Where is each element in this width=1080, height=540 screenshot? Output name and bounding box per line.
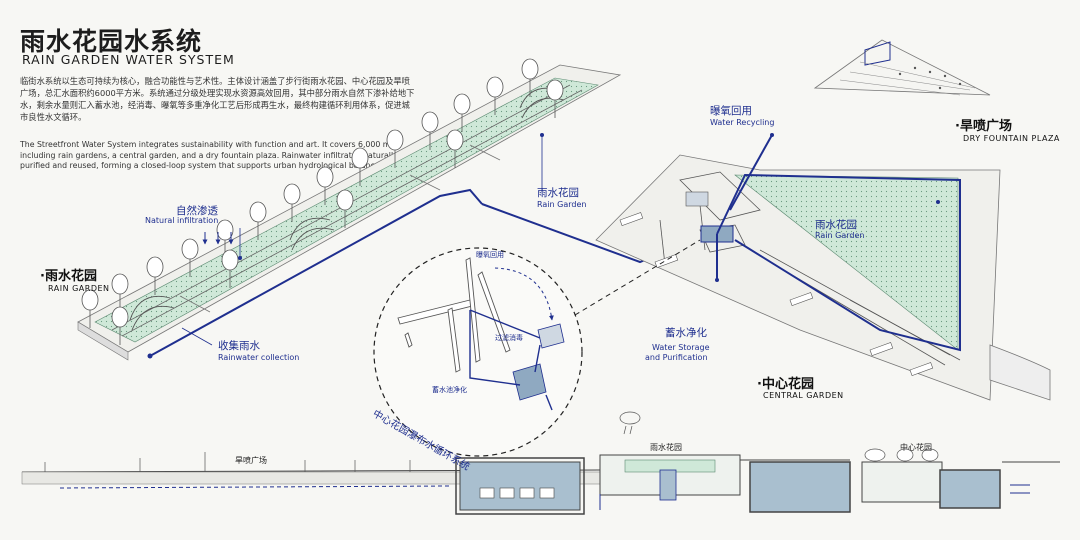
central-garden-label-en: CENTRAL GARDEN <box>763 391 844 400</box>
street-rain-garden-axonometric <box>77 58 622 361</box>
rain-garden-right-label-en: Rain Garden <box>815 231 865 240</box>
circle-aeration-label: 曝氧回用 <box>476 251 504 259</box>
natural-infiltration-label-en: Natural infiltration <box>145 216 219 225</box>
rain-garden-left-label-en: RAIN GARDEN <box>48 284 110 293</box>
water-storage-label-en2: and Purification <box>645 353 708 362</box>
rain-garden-mid-label-en: Rain Garden <box>537 200 587 209</box>
circle-filter-label: 过滤消毒 <box>495 334 523 342</box>
rainwater-collection-label-en: Rainwater collection <box>218 353 300 362</box>
water-recycling-label-cn: 曝氧回用 <box>710 105 752 117</box>
section-rain-garden-label: 雨水花园 <box>650 443 682 452</box>
central-garden-label-cn: ·中心花园 <box>757 377 814 392</box>
dry-fountain-label-en: DRY FOUNTAIN PLAZA <box>963 134 1060 143</box>
rain-garden-left-label-cn: ·雨水花园 <box>40 269 97 284</box>
section-rain-garden <box>599 411 851 513</box>
page-subtitle: RAIN GARDEN WATER SYSTEM <box>22 52 235 67</box>
dry-fountain-label-cn: ·旱喷广场 <box>955 119 1012 134</box>
description-cn: 临街水系统以生态可持续为核心，融合功能性与艺术性。主体设计涵盖了步行街雨水花园、… <box>20 76 415 122</box>
description-en: The Streetfront Water System integrates … <box>20 140 417 170</box>
dry-fountain-plaza-plan <box>813 39 991 96</box>
rain-garden-mid-label-cn: 雨水花园 <box>537 187 579 199</box>
section-central-garden-label: 中心花园 <box>900 443 932 452</box>
water-storage-label-cn: 蓄水净化 <box>665 327 707 339</box>
section-central-garden <box>861 448 1060 509</box>
waterfall-circulation-detail <box>373 239 701 457</box>
section-dry-fountain <box>21 452 601 515</box>
water-recycling-label-en: Water Recycling <box>710 118 775 127</box>
central-garden-axonometric <box>595 133 1051 401</box>
circle-storage-label: 蓄水池净化 <box>432 386 467 394</box>
page-title: 雨水花园水系统 <box>20 27 203 56</box>
rainwater-collection-label-cn: 收集雨水 <box>218 340 260 352</box>
section-dry-fountain-label: 旱喷广场 <box>235 456 267 465</box>
rain-garden-right-label-cn: 雨水花园 <box>815 219 857 231</box>
water-storage-label-en1: Water Storage <box>652 343 710 352</box>
natural-infiltration-label-cn: 自然渗透 <box>176 205 218 217</box>
